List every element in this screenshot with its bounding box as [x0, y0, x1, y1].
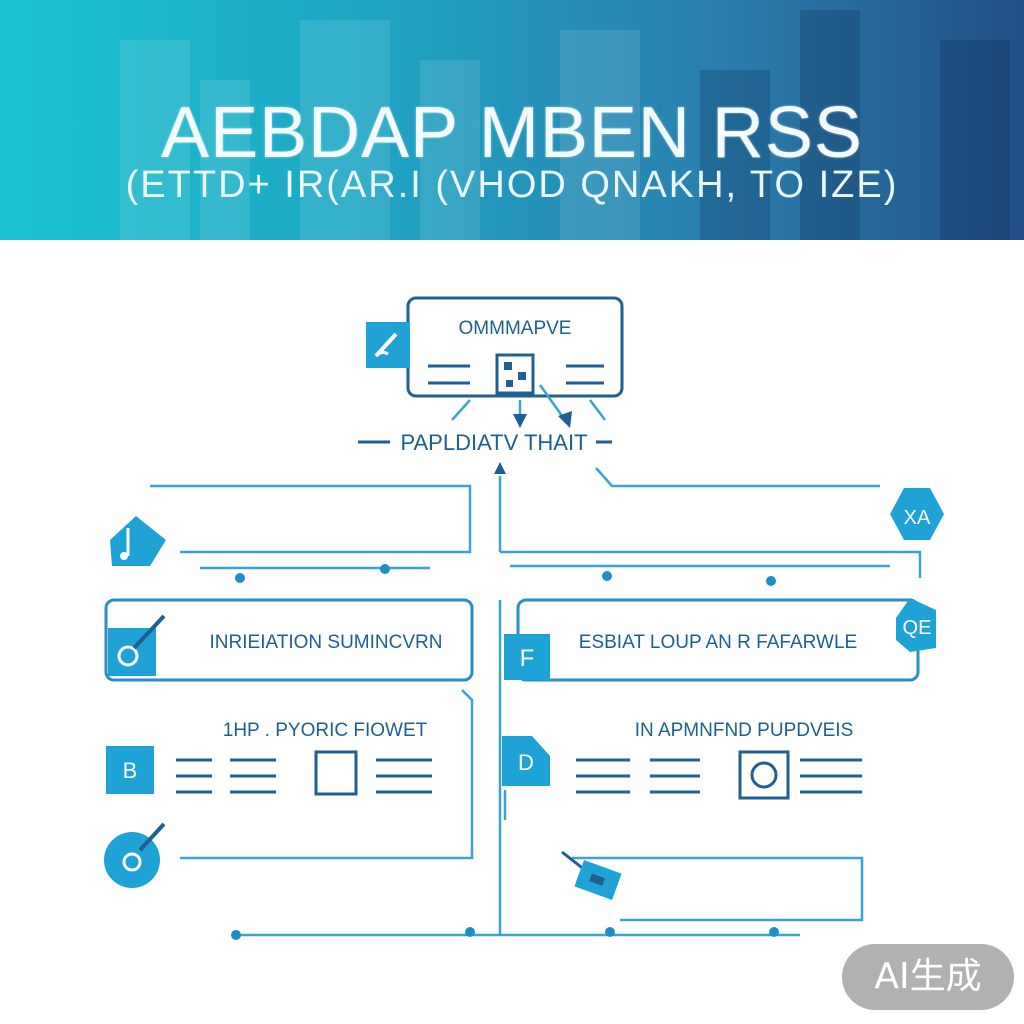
left-row-3-label: 1HP . PYORIC FIOWET	[223, 720, 428, 741]
page-title: AEBDAP MBEN RSS	[161, 93, 863, 173]
edit-icon	[366, 322, 410, 368]
phone-icon: B	[106, 746, 154, 794]
left-box-2-label: INRIEIATION SUMINCVRN	[210, 632, 443, 653]
doc-icon	[314, 750, 358, 796]
right-row-3-label: IN APMNFND PUPDVEIS	[635, 720, 854, 741]
badge-right-top[interactable]: XA	[890, 488, 944, 540]
tool-icon	[104, 822, 166, 888]
badge-right-mid[interactable]: QE	[896, 598, 936, 652]
qr-icon	[495, 353, 535, 395]
top-node-label: OMMMAPVE	[459, 318, 572, 339]
music-note-icon	[110, 516, 166, 566]
row1-right-frame	[500, 550, 922, 578]
center-label: PAPLDIATV THAIT	[400, 430, 587, 455]
svg-text:D: D	[518, 750, 534, 775]
tag-icon	[561, 850, 622, 900]
page-subtitle: (ETTD+ IR(AR.I (VHOD QNAKH, TO IZE)	[125, 164, 899, 206]
svg-text:QE: QE	[903, 617, 932, 639]
row3-left-frame	[180, 689, 474, 860]
right-box-2-label: ESBIAT LOUP AN R FAFARWLE	[579, 632, 857, 653]
header-banner: AEBDAP MBEN RSS (ETTD+ IR(AR.I (VHOD QNA…	[0, 0, 1024, 240]
svg-text:F: F	[520, 645, 535, 672]
file-icon: F	[504, 634, 550, 680]
row1-left-frame	[150, 484, 472, 554]
svg-text:XA: XA	[904, 507, 931, 529]
svg-text:B: B	[123, 758, 138, 783]
document-icon: D	[502, 736, 550, 786]
pencil-icon	[108, 614, 166, 676]
ai-generated-badge: AI生成	[842, 944, 1014, 1010]
image-icon	[738, 750, 790, 800]
left-box-2[interactable]	[104, 598, 474, 682]
